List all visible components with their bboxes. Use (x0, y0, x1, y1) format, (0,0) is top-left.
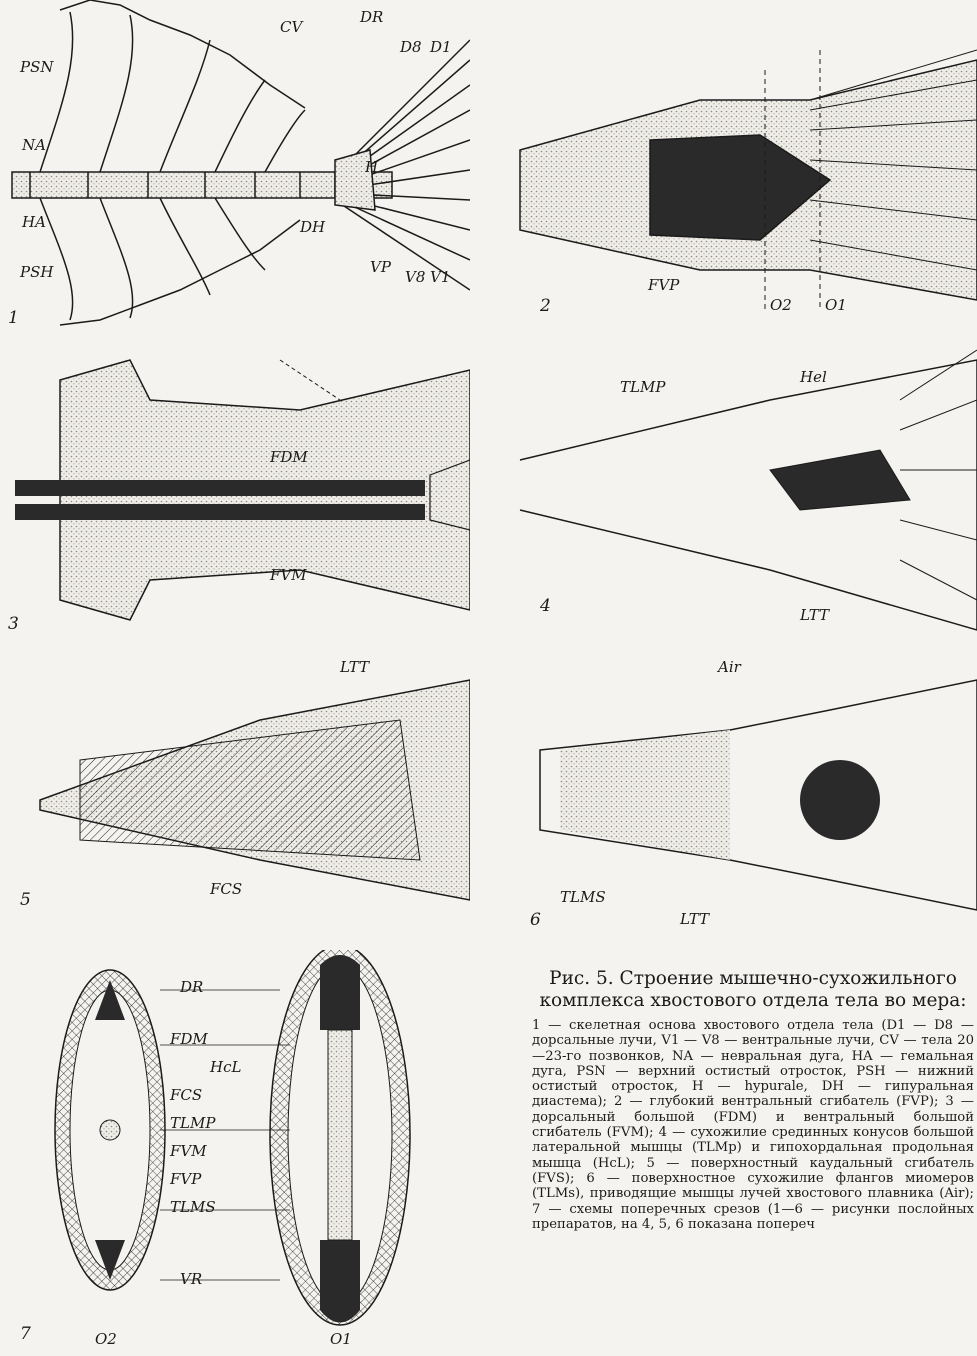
figure-caption: Рис. 5. Строение мышечно-сухожильного ко… (532, 968, 974, 1232)
panel-3-drawing (0, 340, 470, 640)
label-psh: PSH (20, 265, 53, 280)
panel-5: 5 LTT FCS (0, 650, 470, 930)
label-o2: O2 (770, 298, 792, 313)
caption-body: 1 — скелетная основа хвостового отдела т… (532, 1018, 974, 1232)
label-h: H (365, 160, 378, 175)
label-o1: O1 (825, 298, 847, 313)
label-fvp-7: FVP (170, 1172, 201, 1187)
label-d8: D8 (400, 40, 422, 55)
label-dr-7: DR (180, 980, 203, 995)
label-tlmp: TLMP (620, 380, 665, 395)
panel-7: 7 DR FDM HcL FCS TLMP FVM FVP TLMS VR O2… (0, 950, 520, 1356)
panel-2-drawing (500, 30, 977, 330)
label-fvp: FVP (648, 278, 679, 293)
label-v8: V8 (405, 270, 425, 285)
label-air: Air (718, 660, 741, 675)
label-d1: D1 (430, 40, 452, 55)
label-vp: VP (370, 260, 391, 275)
label-psn: PSN (20, 60, 54, 75)
panel-5-number: 5 (20, 892, 31, 909)
panel-4-number: 4 (540, 598, 551, 615)
label-ltt-5: LTT (340, 660, 369, 675)
label-fvm: FVM (270, 568, 307, 583)
label-ltt-6: LTT (680, 912, 709, 927)
label-vr: VR (180, 1272, 202, 1287)
panel-3: 3 FDM FVM (0, 340, 470, 640)
label-fcs: FCS (210, 882, 242, 897)
panel-7-drawing (0, 950, 520, 1356)
panel-1-number: 1 (8, 310, 19, 327)
label-hel: Hel (800, 370, 827, 385)
label-fdm: FDM (270, 450, 308, 465)
label-hcl: HcL (210, 1060, 241, 1075)
caption-title: Рис. 5. Строение мышечно-сухожильного ко… (532, 968, 974, 1012)
panel-3-number: 3 (8, 616, 19, 633)
label-dh: DH (300, 220, 325, 235)
label-tlms-7: TLMS (170, 1200, 216, 1215)
label-fcs-7: FCS (170, 1088, 202, 1103)
label-fdm-7: FDM (170, 1032, 208, 1047)
label-na: NA (22, 138, 46, 153)
label-v1: V1 (430, 270, 450, 285)
panel-4-drawing (500, 340, 977, 640)
panel-1: 1 PSN NA HA PSH CV DR D8 D1 H DH VP V8 V… (0, 0, 470, 330)
label-tlms-6: TLMS (560, 890, 606, 905)
label-fvm-7: FVM (170, 1144, 207, 1159)
label-ltt-4: LTT (800, 608, 829, 623)
panel-4: 4 TLMP Hel LTT (500, 340, 977, 640)
label-ha: HA (22, 215, 46, 230)
panel-6-number: 6 (530, 912, 541, 929)
label-o1-7: O1 (330, 1332, 352, 1347)
panel-7-number: 7 (20, 1326, 31, 1343)
section-o2 (55, 970, 165, 1290)
panel-6: 6 Air TLMS LTT (500, 650, 977, 940)
label-cv: CV (280, 20, 302, 35)
panel-2-number: 2 (540, 298, 551, 315)
panel-2: 2 FVP O2 O1 (500, 30, 977, 330)
label-tlmp-7: TLMP (170, 1116, 215, 1131)
label-dr: DR (360, 10, 383, 25)
label-o2-7: O2 (95, 1332, 117, 1347)
section-o1 (270, 950, 410, 1325)
